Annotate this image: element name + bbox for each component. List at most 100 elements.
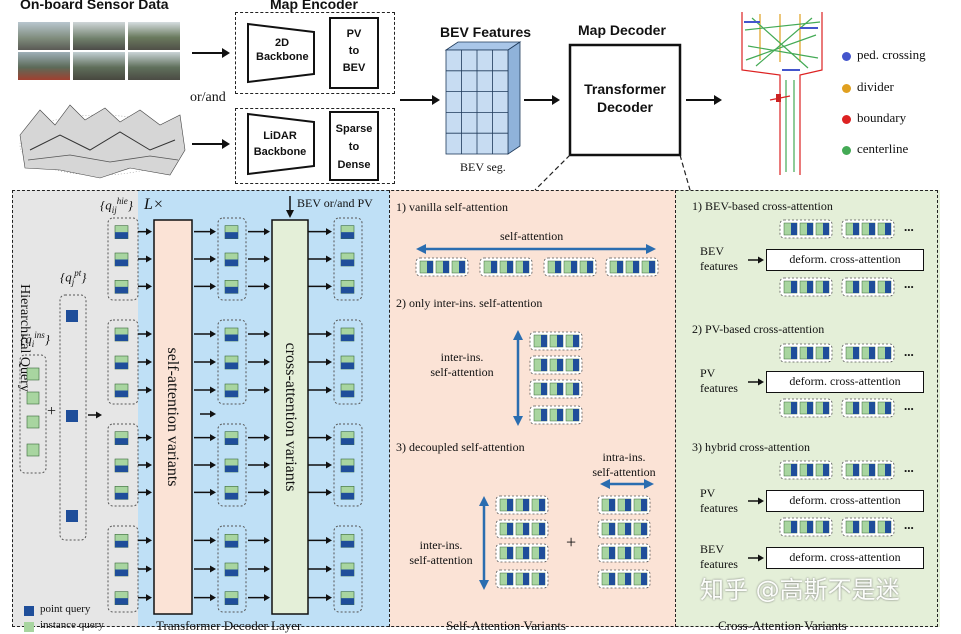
token-stripe <box>541 359 547 371</box>
sa-v1-title: 1) vanilla self-attention <box>396 200 508 214</box>
arrow-head <box>146 386 152 394</box>
sa-plus: + <box>566 532 577 552</box>
token-stripe <box>807 223 813 235</box>
hq-token-pt <box>341 232 354 239</box>
divider-left <box>389 190 390 627</box>
divider-right <box>675 190 676 627</box>
token-stripe <box>885 464 891 476</box>
arrow-head <box>264 461 270 469</box>
hq-token-pt <box>341 334 354 341</box>
arrow-head <box>210 282 216 290</box>
token-stripe <box>443 261 449 273</box>
arrow-head <box>96 411 102 419</box>
arrow-head <box>210 536 216 544</box>
hq-token-pt <box>115 362 128 369</box>
hq-token-pt <box>115 492 128 500</box>
arrow-head <box>326 536 332 544</box>
arrow-head <box>758 378 764 386</box>
query-group <box>333 525 363 613</box>
inter-arrow-t <box>513 330 523 340</box>
token-stripe <box>823 281 829 293</box>
token-stripe <box>853 223 859 235</box>
inter2-arrow-t <box>479 496 489 506</box>
token-stripe <box>807 347 813 359</box>
legend-point-query-label: point query <box>40 603 91 615</box>
hq-token-pt <box>115 569 128 576</box>
arrow-head <box>210 386 216 394</box>
token-stripe <box>807 464 813 476</box>
arrow-head <box>146 255 152 263</box>
arrow-head <box>264 434 270 442</box>
hq-token-pt <box>115 540 128 548</box>
hq-token-pt <box>225 438 238 445</box>
self-attention-block <box>153 219 193 615</box>
pv-to-bev: PV to BEV <box>342 28 366 74</box>
query-group <box>217 319 247 405</box>
ellipsis-3: ... <box>904 344 914 359</box>
token-stripe <box>791 464 797 476</box>
arrow-head <box>264 228 270 236</box>
hq-token-pt <box>225 492 238 500</box>
arrow-head <box>264 358 270 366</box>
token-stripe <box>573 335 579 347</box>
token-stripe <box>491 261 497 273</box>
token-stripe <box>853 464 859 476</box>
hq-token-pt <box>341 390 354 397</box>
deform-label-2: deform. cross-attention <box>789 374 901 388</box>
token-stripe <box>609 547 615 559</box>
hq-token-pt <box>115 438 128 445</box>
inter2-arrow-b <box>479 580 489 590</box>
hq-token-pt <box>341 492 354 500</box>
ca-c2-title: 2) PV-based cross-attention <box>692 322 825 336</box>
token-stripe <box>523 261 529 273</box>
token-stripe <box>541 383 547 395</box>
plus-left: + <box>47 403 57 420</box>
sa-arrow-r <box>646 244 656 254</box>
arrow-head <box>210 410 216 418</box>
token-stripe <box>617 261 623 273</box>
sa-v3-title: 3) decoupled self-attention <box>396 440 525 454</box>
token-stripe <box>539 523 545 535</box>
hq-token-pt <box>341 465 354 472</box>
token-stripe <box>869 281 875 293</box>
arrow-head <box>146 358 152 366</box>
token-stripe <box>791 402 797 414</box>
legend-label-divider: divider <box>857 79 894 94</box>
sa-inter-ins-label-2: inter-ins. self-attention <box>409 538 473 567</box>
arrow-head <box>326 565 332 573</box>
query-group <box>333 423 363 507</box>
ellipsis-5: ... <box>904 460 914 475</box>
arrow-head <box>210 434 216 442</box>
arrow-head <box>758 554 764 562</box>
query-group <box>19 354 47 474</box>
ca-bev-features-2: BEV features <box>700 542 738 571</box>
legend-point-query-swatch <box>24 606 34 616</box>
map-decoder-title: Map Decoder <box>578 22 666 38</box>
token-stripe <box>823 347 829 359</box>
query-group <box>217 423 247 507</box>
token-stripe <box>539 547 545 559</box>
token-stripe <box>539 499 545 511</box>
token-stripe <box>853 521 859 533</box>
query-group <box>107 423 139 507</box>
hq-token-pt <box>115 390 128 397</box>
bev-or-pv: BEV or/and PV <box>297 196 373 210</box>
token-stripe <box>523 523 529 535</box>
token-stripe <box>791 223 797 235</box>
token-stripe <box>557 409 563 421</box>
arrow-head <box>210 358 216 366</box>
arrow-head <box>210 228 216 236</box>
arrow-head <box>146 330 152 338</box>
arrow-head <box>326 594 332 602</box>
legend-dot-ped <box>842 52 851 61</box>
arrow-head <box>264 282 270 290</box>
token-stripe <box>649 261 655 273</box>
arrow-head <box>264 255 270 263</box>
hq-token-pt <box>225 598 238 605</box>
token-stripe <box>885 281 891 293</box>
token-stripe <box>523 499 529 511</box>
arrow-head <box>146 228 152 236</box>
hq-token-pt <box>225 390 238 397</box>
